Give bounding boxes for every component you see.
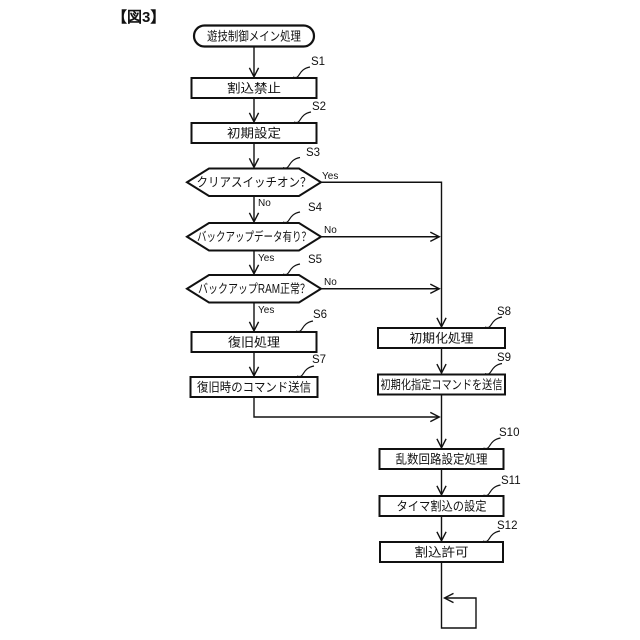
- branch-label-s5-no: No: [324, 277, 337, 288]
- leader-line-s5: [282, 263, 301, 276]
- leader-line-s2: [293, 111, 312, 124]
- node-s8: 初期化処理 S8: [377, 306, 511, 349]
- process-label-s11: タイマ割込の設定: [397, 498, 487, 513]
- node-start: 遊技制御メイン処理: [192, 24, 316, 48]
- leader-line-s11: [483, 484, 501, 497]
- process-label-s8: 初期化処理: [410, 331, 474, 345]
- node-s3: クリアスイッチオン？ S3 Yes No: [185, 147, 338, 209]
- step-tag-s8: S8: [497, 306, 511, 318]
- process-box-s6: [190, 331, 318, 353]
- decision-label-s4: バックアップデータ有り？: [197, 229, 311, 244]
- leader-line-s8: [484, 316, 503, 329]
- leader-line-s7: [296, 365, 315, 378]
- node-s10: 乱数回路設定処理 S10: [378, 427, 519, 470]
- process-box-s8: [377, 327, 506, 349]
- process-label-s1: 割込禁止: [227, 80, 281, 95]
- branch-label-s4-yes: Yes: [258, 253, 274, 264]
- leader-line-s6: [295, 320, 314, 333]
- process-box-s9: [377, 373, 506, 396]
- step-tag-s11: S11: [501, 475, 521, 487]
- step-tag-s12: S12: [497, 520, 517, 532]
- node-s6: 復旧処理 S6: [190, 309, 327, 353]
- process-label-s9: 初期化指定コマンドを送信: [381, 377, 503, 392]
- branch-label-s3-yes: Yes: [322, 171, 338, 182]
- process-box-s7: [189, 376, 319, 398]
- decision-hexagon-s5: [185, 274, 323, 304]
- node-s2: 初期設定 S2: [190, 101, 326, 144]
- node-s1: 割込禁止 S1: [190, 56, 325, 99]
- connector-s7-join: [253, 397, 441, 423]
- connector-s3-yes-s8: [321, 181, 447, 329]
- step-tag-s2: S2: [312, 101, 326, 113]
- process-box-s2: [190, 122, 318, 144]
- node-s12: 割込許可 S12: [379, 520, 517, 563]
- branch-label-s5-yes: Yes: [258, 305, 274, 316]
- branch-label-s3-no: No: [258, 198, 271, 209]
- leader-line-s4: [282, 211, 301, 224]
- connector-endless-loop: [440, 562, 477, 629]
- step-tag-s5: S5: [308, 254, 322, 266]
- process-box-s10: [378, 448, 505, 470]
- leader-line-s3: [282, 156, 301, 169]
- step-tag-s9: S9: [497, 352, 511, 364]
- step-tag-s3: S3: [306, 147, 320, 159]
- process-label-s7: 復旧時のコマンド送信: [197, 379, 311, 394]
- node-s11: タイマ割込の設定 S11: [378, 475, 521, 517]
- leader-line-s1: [292, 66, 311, 79]
- step-tag-s7: S7: [312, 354, 326, 366]
- node-s5: バックアップRAM正常？ S5 No Yes: [185, 254, 337, 316]
- process-label-s2: 初期設定: [227, 125, 281, 140]
- branch-label-s4-no: No: [324, 225, 337, 236]
- start-terminal-shape: [192, 24, 316, 48]
- leader-line-s9: [484, 362, 503, 375]
- decision-hexagon-s3: [185, 167, 323, 197]
- decision-label-s3: クリアスイッチオン？: [197, 176, 312, 190]
- start-terminal-label: 遊技制御メイン処理: [207, 29, 301, 44]
- node-s9: 初期化指定コマンドを送信 S9: [377, 352, 511, 396]
- decision-hexagon-s4: [185, 222, 323, 252]
- step-tag-s1: S1: [311, 56, 325, 68]
- node-s7: 復旧時のコマンド送信 S7: [189, 354, 326, 398]
- process-box-s12: [379, 541, 504, 563]
- leader-line-s10: [483, 437, 501, 450]
- process-box-s1: [190, 77, 318, 99]
- process-label-s10: 乱数回路設定処理: [396, 451, 488, 466]
- leader-line-s12: [482, 530, 501, 543]
- figure-label: 【図3】: [112, 8, 165, 26]
- decision-label-s5: バックアップRAM正常？: [198, 282, 310, 296]
- process-label-s6: 復旧処理: [228, 334, 281, 349]
- step-tag-s6: S6: [313, 309, 327, 321]
- node-s4: バックアップデータ有り？ S4 No Yes: [185, 202, 337, 264]
- process-box-s11: [378, 495, 505, 517]
- step-tag-s10: S10: [499, 427, 519, 439]
- step-tag-s4: S4: [308, 202, 323, 214]
- process-label-s12: 割込許可: [415, 544, 469, 559]
